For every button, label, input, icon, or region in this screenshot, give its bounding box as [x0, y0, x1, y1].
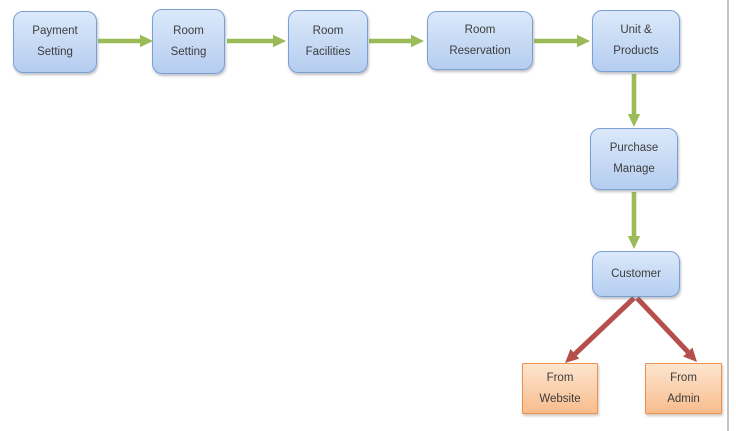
node-label: Customer: [611, 267, 661, 280]
node-unit-products: Unit & Products: [592, 10, 680, 72]
arrow-customer-to-from-website: [565, 296, 636, 363]
node-payment-setting: Payment Setting: [13, 11, 97, 73]
arrow-payment-to-room-setting: [98, 34, 153, 48]
arrow-room-reservation-to-unit-products: [534, 34, 590, 48]
node-label: Room Setting: [170, 24, 207, 58]
node-from-admin: From Admin: [645, 363, 722, 414]
node-from-website: From Website: [522, 363, 598, 414]
node-customer: Customer: [592, 251, 680, 297]
node-label: Purchase Manage: [609, 142, 659, 175]
node-label: Room Reservation: [449, 23, 511, 57]
arrow-customer-to-from-admin: [635, 296, 697, 362]
node-room-setting: Room Setting: [152, 9, 225, 74]
node-label: Payment Setting: [32, 25, 78, 58]
page-edge-line: [727, 0, 729, 431]
node-label: Room Facilities: [305, 24, 351, 58]
arrow-purchase-manage-to-customer: [627, 192, 641, 249]
node-label: Unit & Products: [613, 24, 659, 57]
node-label: From Website: [539, 371, 581, 405]
node-purchase-manage: Purchase Manage: [590, 128, 678, 190]
arrow-room-facilities-to-room-reservation: [369, 34, 424, 48]
node-room-reservation: Room Reservation: [427, 11, 533, 70]
node-room-facilities: Room Facilities: [288, 10, 368, 73]
arrow-unit-products-to-purchase-manage: [627, 74, 641, 127]
node-label: From Admin: [667, 371, 700, 405]
arrow-room-setting-to-room-facilities: [227, 34, 286, 48]
